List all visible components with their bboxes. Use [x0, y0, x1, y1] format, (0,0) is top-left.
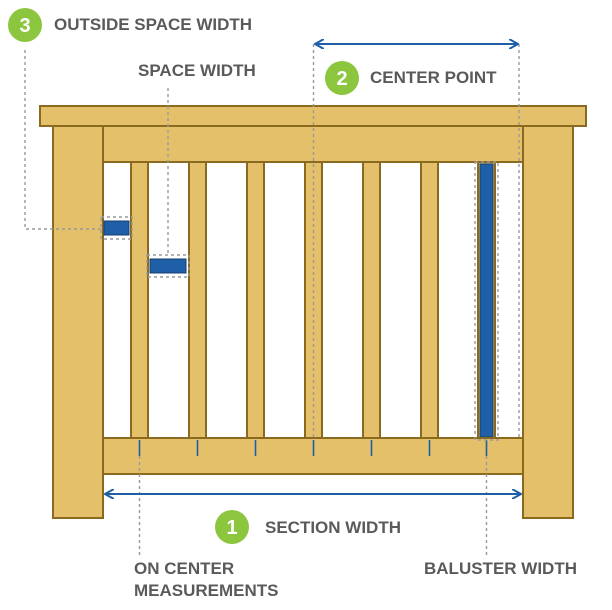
- badge-one: [215, 510, 249, 544]
- left-post: [52, 125, 104, 519]
- baluster: [420, 161, 439, 439]
- badge-one-number: 1: [226, 517, 237, 539]
- space-width-marker-outline: [146, 254, 190, 278]
- baluster: [246, 161, 265, 439]
- space-width-marker: [149, 258, 187, 274]
- baluster: [188, 161, 207, 439]
- center-point-label: CENTER POINT: [370, 68, 497, 87]
- badge-three-number: 3: [19, 15, 30, 37]
- badge-two: [325, 61, 359, 95]
- outside-space-marker: [103, 220, 130, 236]
- highlighted-baluster: [479, 163, 494, 438]
- space-width-label: SPACE WIDTH: [138, 61, 256, 80]
- baluster-width-label: BALUSTER WIDTH: [424, 559, 577, 578]
- bottom-rail: [102, 437, 524, 475]
- on-center-label-line2: MEASUREMENTS: [134, 581, 279, 600]
- outside-space-width-label: OUTSIDE SPACE WIDTH: [54, 15, 252, 34]
- baluster: [362, 161, 381, 439]
- badge-two-number: 2: [336, 68, 347, 90]
- outside-space-marker-outline: [100, 216, 133, 240]
- right-post: [522, 125, 574, 519]
- top-rail: [102, 125, 524, 163]
- baluster: [130, 161, 149, 439]
- baluster: [304, 161, 323, 439]
- outside-space-leader: [24, 50, 101, 230]
- baluster-width-outline: [474, 161, 499, 441]
- section-width-label: SECTION WIDTH: [265, 518, 401, 537]
- on-center-label-line1: ON CENTER: [134, 559, 234, 578]
- badge-three: [8, 8, 42, 42]
